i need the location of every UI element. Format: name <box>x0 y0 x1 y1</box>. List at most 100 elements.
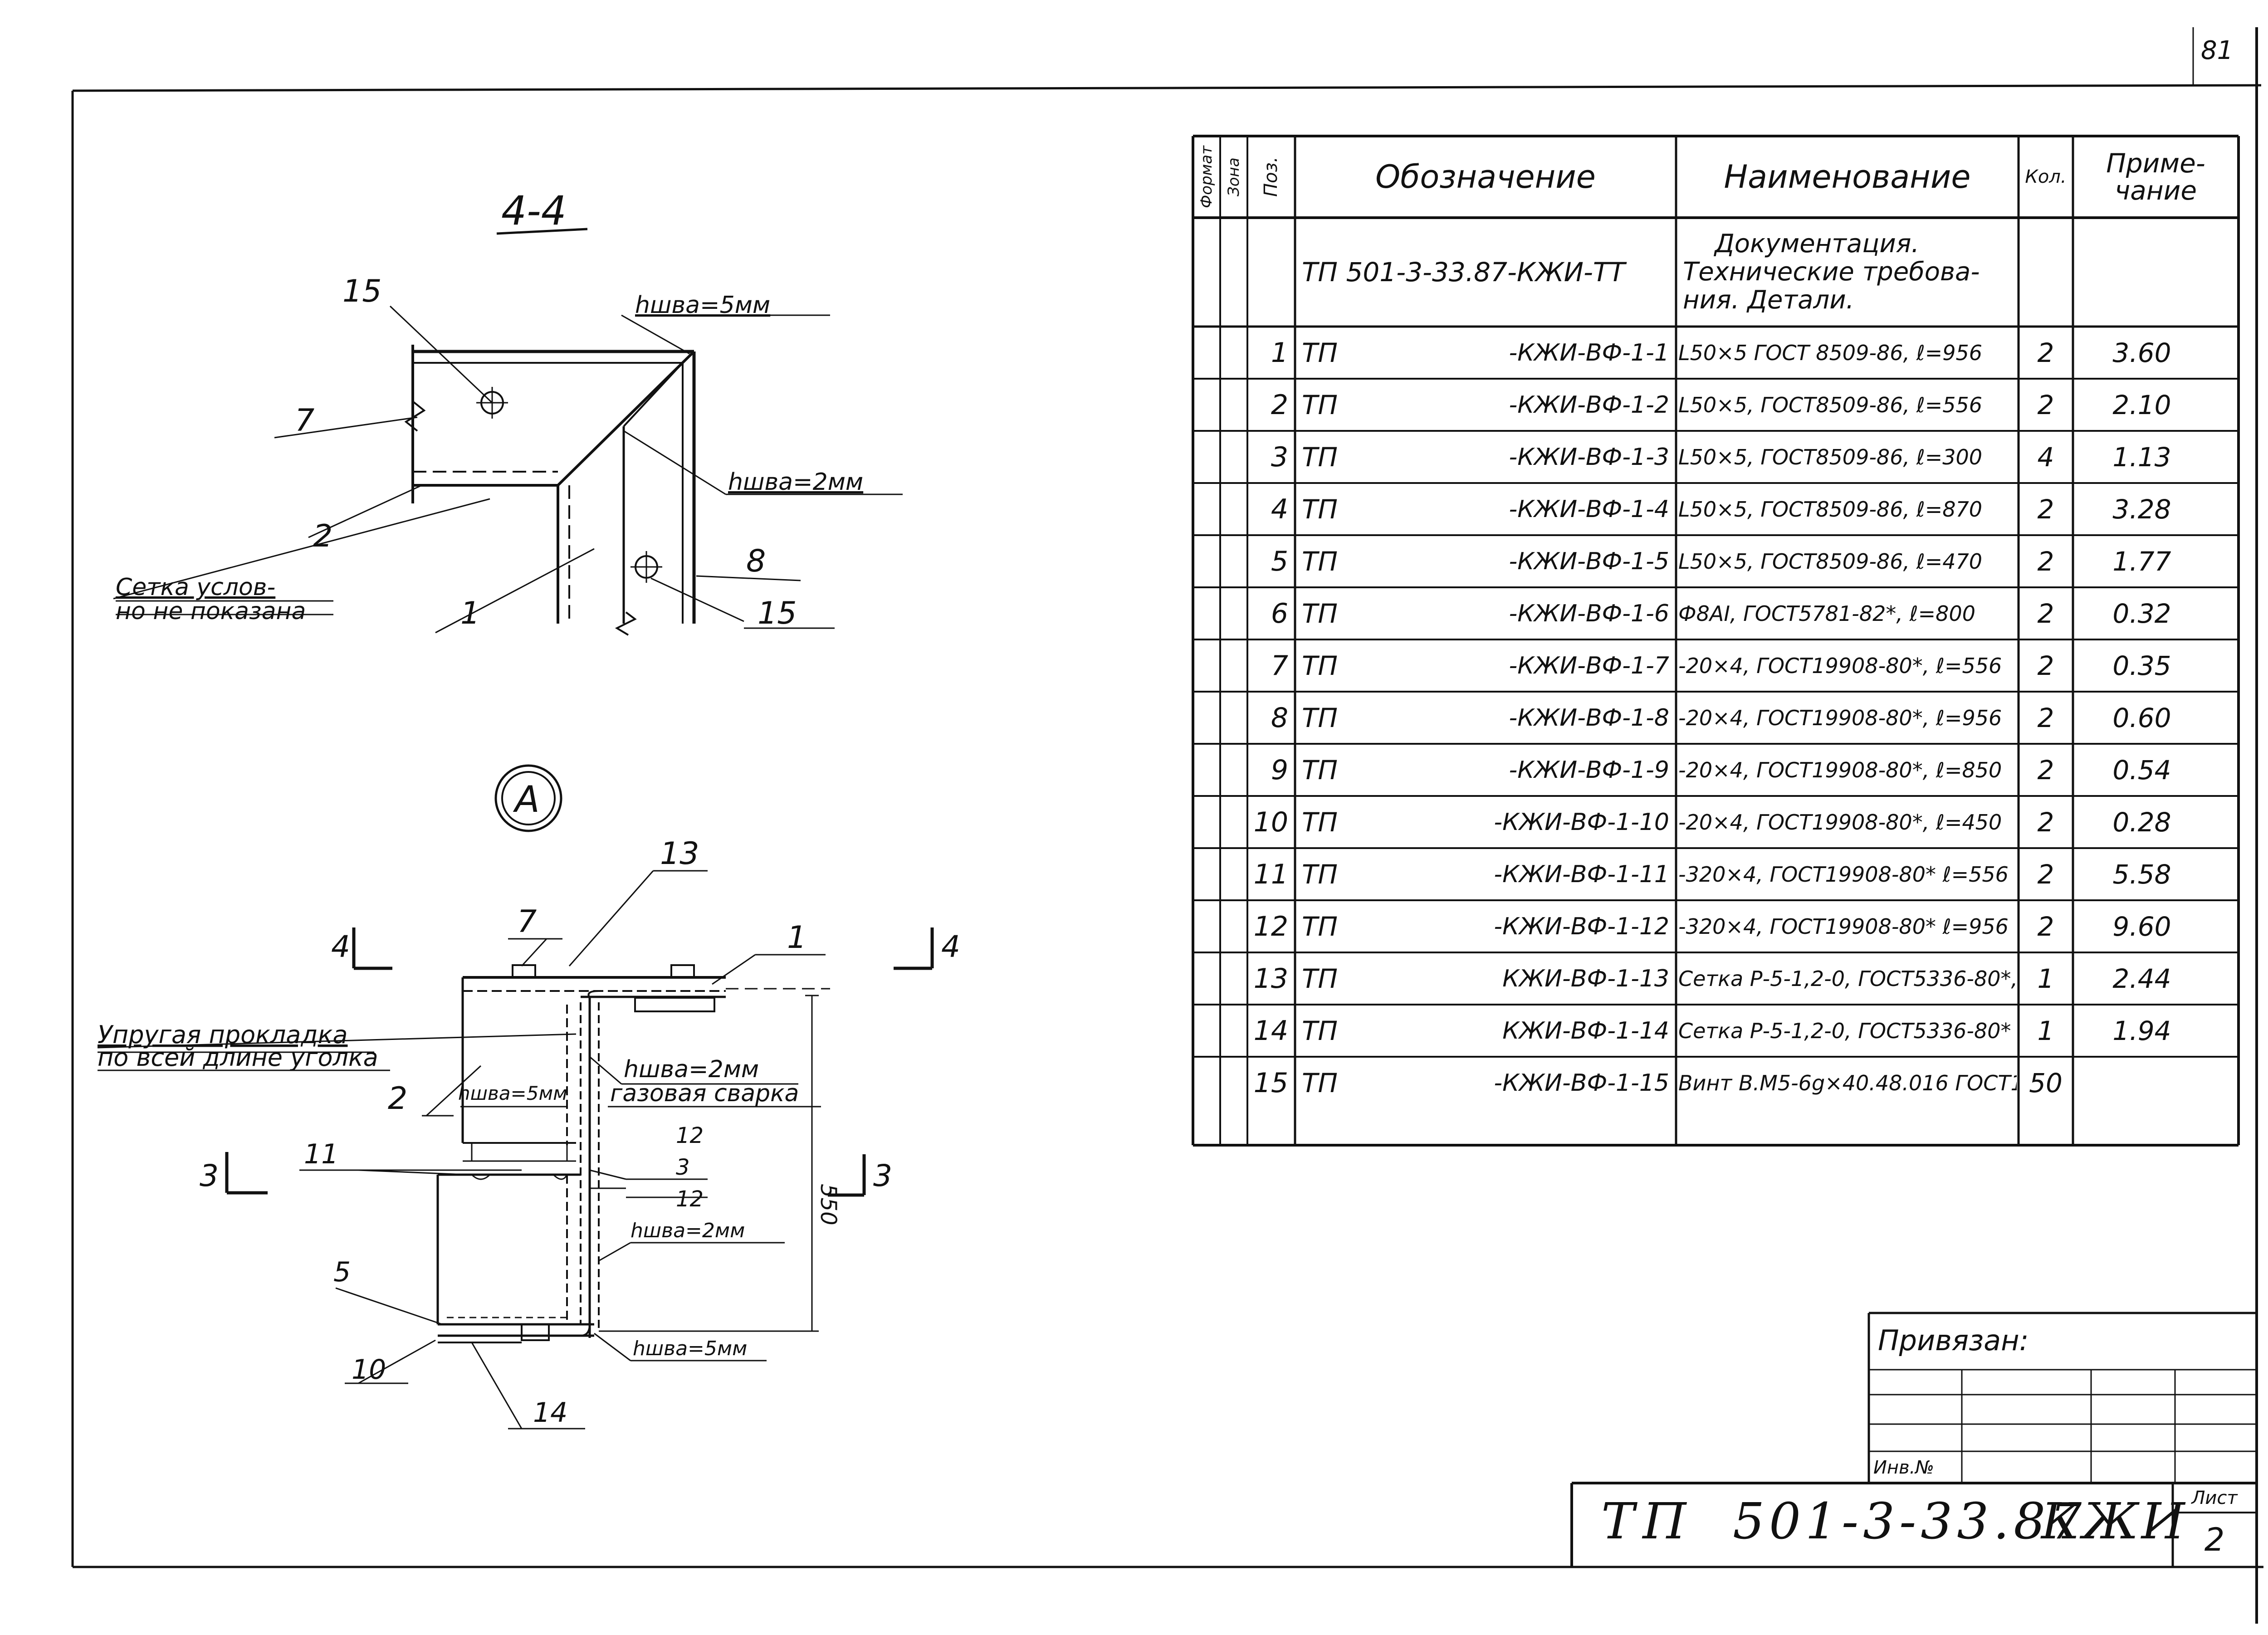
detail-label-14: 14 <box>533 1397 567 1429</box>
bom-cell-prefix: ТП <box>1302 806 1338 838</box>
stamp-code-kzhi: КЖИ <box>2041 1492 2188 1550</box>
detail-label-12b: 12 <box>676 1186 704 1212</box>
detail-label-5: 5 <box>333 1256 351 1288</box>
bom-cell-code: КЖИ-ВФ-1-13 <box>1502 965 1669 992</box>
bom-header-note-line1: Приме- <box>2106 148 2205 179</box>
bom-cell-name: L50×5, ГОСТ8509-86, ℓ=470 <box>1678 549 1983 574</box>
bom-cell-prefix: ТП <box>1302 441 1338 473</box>
bom-header-name: Наименование <box>1724 158 1971 195</box>
section-label-15b: 15 <box>758 595 797 631</box>
bom-cell-pos: 7 <box>1271 649 1288 682</box>
bom-cell-qty: 1 <box>2037 1015 2054 1046</box>
bom-cell-name: -320×4, ГОСТ19908-80* ℓ=956 <box>1678 914 2009 939</box>
bom-cell-note: 1.94 <box>2112 1015 2171 1046</box>
bom-cell-name: -20×4, ГОСТ19908-80*, ℓ=556 <box>1678 653 2002 678</box>
bom-cell-name: -320×4, ГОСТ19908-80* ℓ=556 <box>1678 862 2009 887</box>
weld-label-b: hшва=2мм <box>624 1056 759 1083</box>
cut-mark-left-4: 4 <box>331 929 350 964</box>
bom-cell-prefix: ТП <box>1302 911 1338 942</box>
cut-mark-right-4: 4 <box>941 929 960 964</box>
detail-label-13: 13 <box>660 836 699 872</box>
bom-header-note: Приме- чание <box>2074 137 2238 217</box>
bom-cell-note: 0.35 <box>2112 650 2171 681</box>
weld-label-c: hшва=2мм <box>631 1219 745 1242</box>
elastic-pad-note-line2: по всей длине уголка <box>98 1043 378 1072</box>
bom-header-qty: Кол. <box>2025 166 2067 187</box>
bom-cell-note: 2.44 <box>2112 963 2171 994</box>
stamp-inv-label: Инв.№ <box>1873 1457 1934 1478</box>
bom-cell-pos: 4 <box>1271 493 1288 525</box>
drawing-labels: 8 1 4-4 hшва=5мм hшва=2мм Сетка услов- но… <box>98 36 2233 1429</box>
bom-cell-note: 0.54 <box>2112 754 2171 786</box>
bom-cell-pos: 14 <box>1253 1015 1288 1047</box>
bom-cell-qty: 2 <box>2037 337 2054 368</box>
bom-cell-pos: 1 <box>1271 337 1288 369</box>
bom-cell-prefix: ТП <box>1302 493 1338 525</box>
bom-cell-pos: 5 <box>1271 545 1288 577</box>
bom-cell-name: Винт В.М5-6g×40.48.016 ГОСТ11474-80 <box>1678 1070 2017 1095</box>
bom-cell-note: 5.58 <box>2112 859 2171 890</box>
bom-cell-code: -КЖИ-ВФ-1-10 <box>1494 808 1669 836</box>
bom-cell-code: -КЖИ-ВФ-1-4 <box>1509 495 1670 523</box>
bom-cell-pos: 3 <box>1271 441 1288 473</box>
bom-cell-pos: 9 <box>1271 754 1288 786</box>
dimension-550: 550 <box>816 1184 841 1225</box>
bom-cell-pos: 13 <box>1253 962 1288 995</box>
bom-cell-name: L50×5, ГОСТ8509-86, ℓ=556 <box>1678 392 1983 417</box>
mesh-note-line1: Сетка услов- <box>116 574 275 601</box>
bom-cell-code: -КЖИ-ВФ-1-5 <box>1509 547 1670 575</box>
weld-label-a: hшва=5мм <box>458 1082 567 1104</box>
section-label-15a: 15 <box>342 273 382 309</box>
section-label-1: 1 <box>460 595 480 631</box>
bom-doc-name: Документация. Технические требова- ния. … <box>1678 219 2017 326</box>
bom-cell-code: -КЖИ-ВФ-1-2 <box>1509 391 1670 419</box>
detail-label-12a: 12 <box>676 1123 704 1148</box>
mesh-note-line2: но не показана <box>116 598 306 625</box>
bom-cell-code: -КЖИ-ВФ-1-15 <box>1494 1069 1669 1097</box>
bom-cell-code: КЖИ-ВФ-1-14 <box>1502 1017 1669 1044</box>
bom-cell-pos: 8 <box>1271 702 1288 734</box>
bom-cell-code: -КЖИ-ВФ-1-1 <box>1509 339 1670 366</box>
bom-doc-name-line3: ния. Детали. <box>1683 285 1854 315</box>
bom-cell-qty: 2 <box>2037 546 2054 577</box>
bom-cell-pos: 6 <box>1271 597 1288 630</box>
bom-cell-qty: 4 <box>2037 441 2054 473</box>
bom-doc-designation: ТП 501-3-33.87-КЖИ-ТТ <box>1302 257 1625 288</box>
bom-table-grid <box>1192 135 2240 1147</box>
bom-doc-name-line2: Технические требова- <box>1683 257 1980 287</box>
bom-doc-name-line1: Документация. <box>1715 229 1920 259</box>
elastic-pad-note-line1: Упругая прокладка <box>98 1020 347 1049</box>
bom-cell-prefix: ТП <box>1302 337 1338 368</box>
bom-row-lines <box>1193 378 2239 1058</box>
bom-cell-qty: 2 <box>2037 493 2054 525</box>
bom-cell-prefix: ТП <box>1302 1067 1338 1098</box>
section-4-4-graphic <box>113 228 903 636</box>
bom-cell-qty: 2 <box>2037 598 2054 629</box>
stamp-code-number: 501-3-33.87 <box>1733 1492 2087 1550</box>
bom-cell-name: L50×5, ГОСТ8509-86, ℓ=300 <box>1678 444 1983 469</box>
bom-cell-prefix: ТП <box>1302 963 1338 994</box>
bom-header-format: Формат <box>1198 146 1216 208</box>
bom-cell-note: 1.77 <box>2112 546 2171 577</box>
weld-label-top: hшва=5мм <box>635 292 770 319</box>
stamp-attached-label: Привязан: <box>1878 1323 2029 1357</box>
section-title: 4-4 <box>501 187 567 234</box>
bom-cell-code: -КЖИ-ВФ-1-11 <box>1494 860 1669 888</box>
bom-cell-code: -КЖИ-ВФ-1-6 <box>1509 600 1670 627</box>
bom-cell-qty: 2 <box>2037 859 2054 890</box>
bom-cell-prefix: ТП <box>1302 859 1338 890</box>
bom-cell-prefix: ТП <box>1302 546 1338 577</box>
bom-cell-prefix: ТП <box>1302 1015 1338 1046</box>
bom-cell-note: 1.13 <box>2112 441 2171 473</box>
bom-cell-qty: 1 <box>2037 963 2054 994</box>
weld-label-mid: hшва=2мм <box>728 469 863 496</box>
bom-cell-name: Ф8АI, ГОСТ5781-82*, ℓ=800 <box>1678 601 1975 626</box>
stamp-sheet-label: Лист <box>2191 1488 2238 1508</box>
bom-cell-code: -КЖИ-ВФ-1-7 <box>1509 652 1670 679</box>
weld-label-d: hшва=5мм <box>633 1337 747 1360</box>
section-label-8: 8 <box>746 543 766 579</box>
bom-cell-prefix: ТП <box>1302 598 1338 629</box>
bom-cell-qty: 2 <box>2037 806 2054 838</box>
bom-cell-name: Сетка Р-5-1,2-0, ГОСТ5336-80* ℓ=430 <box>1678 1018 2017 1043</box>
